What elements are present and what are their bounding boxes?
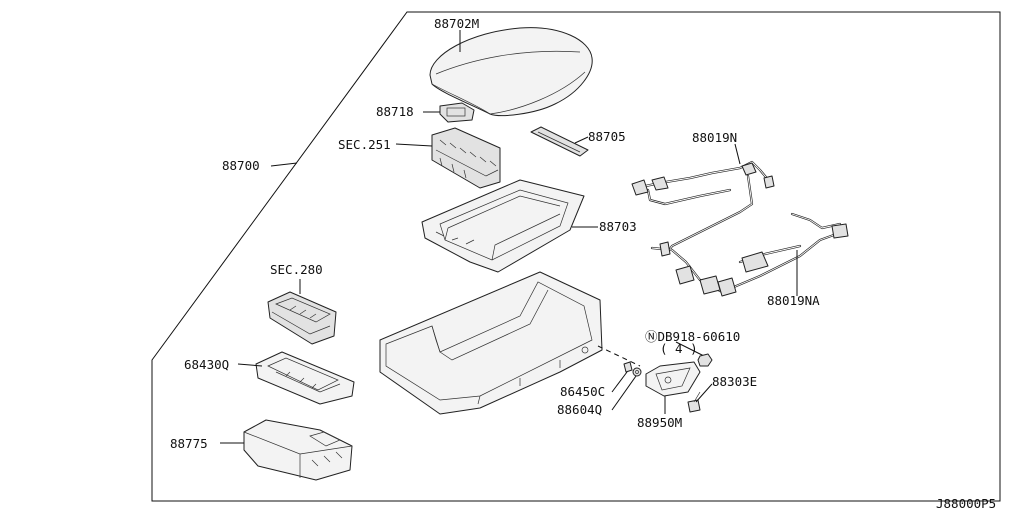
storage-box-part — [243, 419, 353, 481]
window-switch-part — [267, 291, 337, 345]
clip-part — [623, 361, 633, 373]
callout-86450c: 86450C — [560, 384, 605, 399]
callout-sec251: SEC.251 — [338, 137, 391, 152]
callout-88718: 88718 — [376, 104, 414, 119]
leader-86450c — [611, 371, 628, 393]
armrest-lid-part — [429, 27, 593, 117]
callout-88303e: 88303E — [712, 374, 757, 389]
leader-68430q — [237, 363, 263, 367]
grommet-part — [632, 367, 642, 377]
console-body-part — [379, 271, 603, 415]
callout-88700: 88700 — [222, 158, 260, 173]
plate-part — [530, 126, 589, 157]
callout-88604q: 88604Q — [557, 402, 602, 417]
leader-88303e — [695, 383, 713, 403]
callout-88705: 88705 — [588, 129, 626, 144]
callout-88019na: 88019NA — [767, 293, 820, 308]
diagram-id: J88000P5 — [936, 496, 996, 511]
nut-part — [697, 353, 713, 367]
callout-88703: 88703 — [599, 219, 637, 234]
leader-sec251 — [395, 143, 433, 147]
bracket-88950m-part — [645, 361, 701, 397]
callout-sec280: SEC.280 — [270, 262, 323, 277]
leader-88700 — [270, 162, 298, 167]
callout-68430q: 68430Q — [184, 357, 229, 372]
tray-part — [421, 179, 585, 273]
callout-88775: 88775 — [170, 436, 208, 451]
harness-upper-part — [631, 160, 775, 254]
dashed-leader-console — [597, 345, 641, 367]
callout-88019n: 88019N — [692, 130, 737, 145]
hinge-bracket-part — [439, 102, 475, 123]
callout-88950m: 88950M — [637, 415, 682, 430]
callout-88702m: 88702M — [434, 16, 479, 31]
callout-nut-std: ⓃDB918-60610 — [645, 329, 740, 344]
assembly-boundary — [151, 11, 1001, 502]
leader-88019n — [734, 143, 741, 165]
leader-88705 — [574, 136, 589, 144]
switch-block-part — [431, 127, 501, 189]
leader-88604q — [611, 375, 637, 411]
callout-nut-qty: ( 4 ) — [660, 341, 698, 356]
bolt-part — [687, 391, 701, 413]
leader-nut — [675, 341, 705, 357]
bracket-68430q-part — [255, 351, 355, 405]
harness-lower-part — [650, 212, 849, 297]
